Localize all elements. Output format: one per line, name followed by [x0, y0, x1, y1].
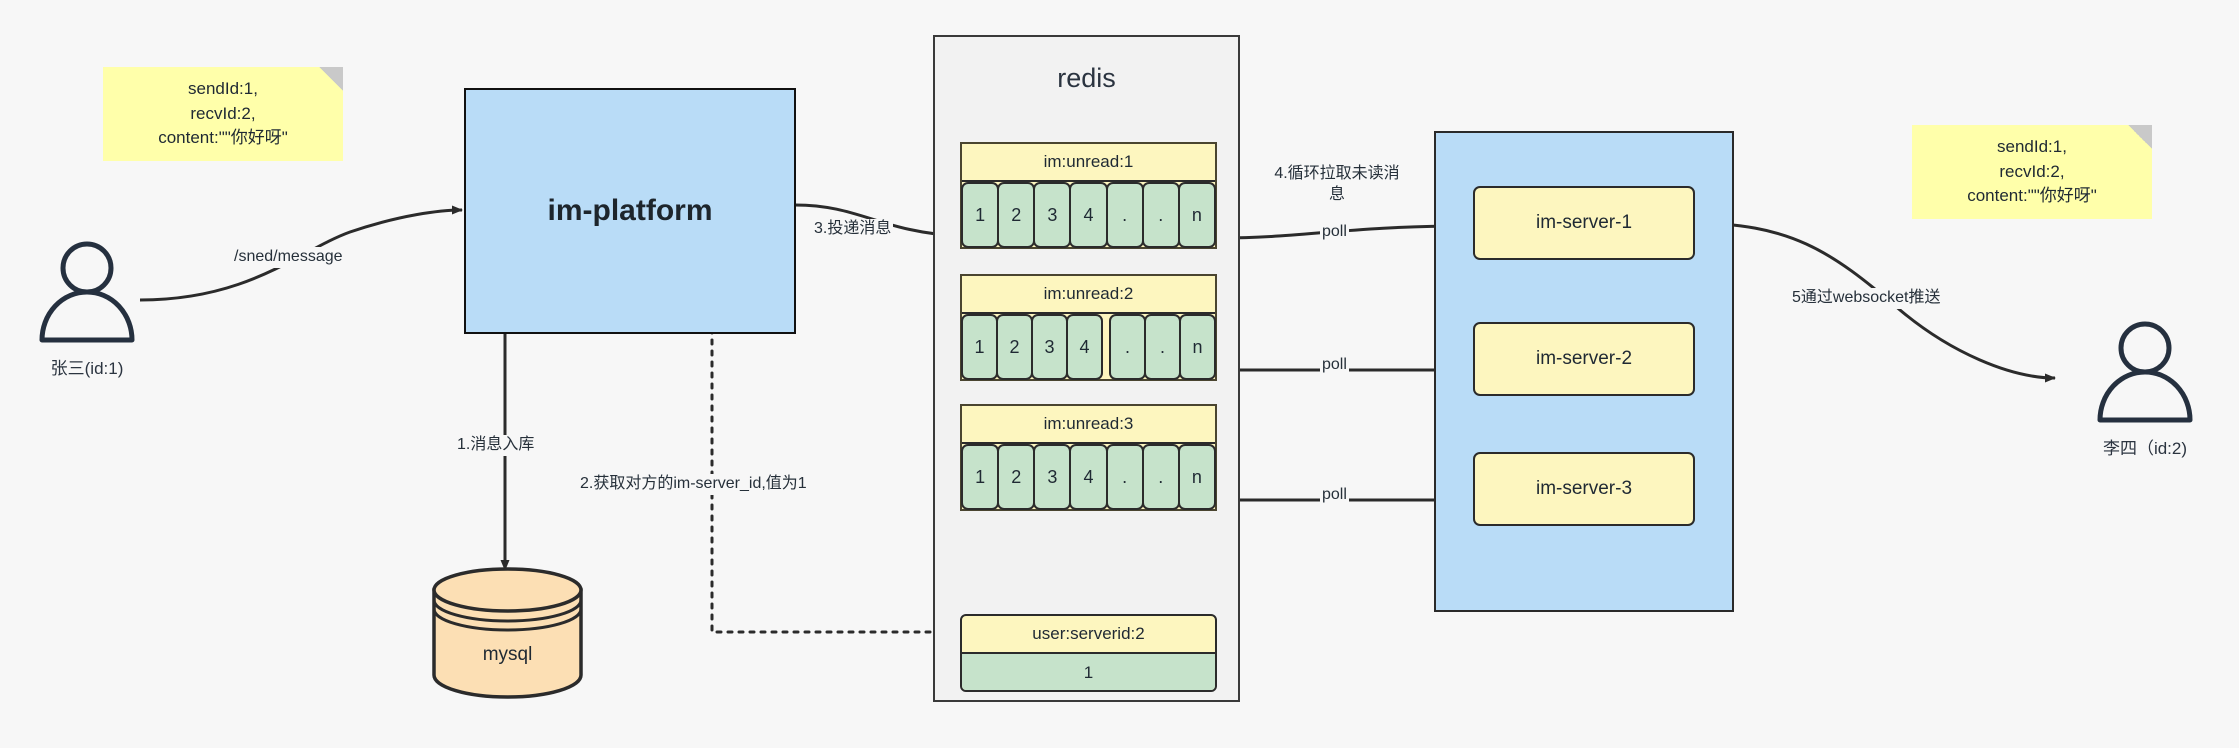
redis-list-cells: 1 2 3 4 . . n [961, 314, 1216, 380]
im-server-3-label: im-server-3 [1535, 478, 1633, 499]
actor-sender: 张三(id:1) [32, 240, 142, 379]
list-cell: 1 [961, 182, 1000, 248]
note-left-text: sendId:1, recvId:2, content:""你好呀" [158, 79, 288, 148]
edge-label-send-message: /sned/message [232, 247, 345, 268]
edge-label-step4: 4.循环拉取未读消 息 [1252, 164, 1422, 206]
list-cell: . [1105, 182, 1144, 248]
redis-list-cells: 1 2 3 4 . . n [961, 444, 1216, 510]
database-cylinder-icon [432, 567, 583, 699]
list-cell: 1 [961, 444, 1000, 510]
edge-label-step1: 1.消息入库 [455, 435, 537, 456]
node-im-server-2[interactable]: im-server-2 [1473, 322, 1695, 396]
list-cell: n [1179, 314, 1216, 380]
user-icon [39, 241, 135, 343]
node-mysql[interactable]: mysql [430, 566, 585, 699]
actor-sender-label: 张三(id:1) [50, 359, 124, 378]
redis-list-cells: 1 2 3 4 . . n [961, 182, 1216, 248]
im-server-2-label: im-server-2 [1535, 348, 1633, 369]
edge-server1-to-receiver [1689, 221, 2056, 383]
redis-key-name: im:unread:1 [962, 144, 1215, 182]
list-cell: 3 [1033, 444, 1072, 510]
list-cell: 2 [997, 182, 1036, 248]
list-cell: 2 [997, 444, 1036, 510]
list-cell: n [1177, 182, 1216, 248]
edge-label-step5: 5通过websocket推送 [1790, 288, 1943, 309]
list-cell: . [1109, 314, 1146, 380]
list-cell: . [1141, 182, 1180, 248]
redis-title: redis [1057, 63, 1116, 93]
note-message-left: sendId:1, recvId:2, content:""你好呀" [103, 67, 343, 161]
list-cell: 3 [1033, 182, 1072, 248]
edge-label-poll-3: poll [1320, 485, 1349, 506]
redis-kv-key: user:serverid:2 [962, 616, 1215, 654]
note-fold-icon [2128, 125, 2152, 149]
node-redis: redis im:unread:1 1 2 3 4 . . n im:unrea… [933, 35, 1240, 702]
list-cell: 4 [1069, 182, 1108, 248]
list-cell: . [1144, 314, 1181, 380]
node-im-server-3[interactable]: im-server-3 [1473, 452, 1695, 526]
note-fold-icon [319, 67, 343, 91]
node-im-platform[interactable]: im-platform [464, 88, 796, 334]
actor-receiver: 李四（id:2) [2090, 320, 2200, 459]
im-server-1-label: im-server-1 [1535, 212, 1633, 233]
edge-label-step2: 2.获取对方的im-server_id,值为1 [578, 474, 809, 495]
redis-key-group-2[interactable]: im:unread:2 1 2 3 4 . . n [960, 274, 1217, 381]
redis-key-group-3[interactable]: im:unread:3 1 2 3 4 . . n [960, 404, 1217, 511]
list-cell: n [1177, 444, 1216, 510]
im-platform-label: im-platform [547, 194, 713, 227]
list-cell: 2 [996, 314, 1033, 380]
list-cell: 1 [961, 314, 998, 380]
actor-receiver-label: 李四（id:2) [2102, 439, 2188, 458]
redis-key-name: im:unread:3 [962, 406, 1215, 444]
redis-kv-value: 1 [962, 654, 1215, 690]
list-cell: . [1141, 444, 1180, 510]
list-cell: 4 [1069, 444, 1108, 510]
list-cell: 4 [1066, 314, 1103, 380]
edge-sender-to-platform [139, 205, 463, 302]
edge-label-poll-1: poll [1320, 222, 1349, 243]
mysql-label: mysql [482, 644, 533, 665]
redis-kv-user-serverid[interactable]: user:serverid:2 1 [960, 614, 1217, 692]
list-cell: . [1105, 444, 1144, 510]
edge-label-poll-2: poll [1320, 355, 1349, 376]
user-icon [2097, 321, 2193, 423]
note-right-text: sendId:1, recvId:2, content:""你好呀" [1967, 137, 2097, 206]
list-cell: 3 [1031, 314, 1068, 380]
redis-key-name: im:unread:2 [962, 276, 1215, 314]
note-message-right: sendId:1, recvId:2, content:""你好呀" [1912, 125, 2152, 219]
node-im-server-1[interactable]: im-server-1 [1473, 186, 1695, 260]
edge-label-step3: 3.投递消息 [812, 219, 894, 240]
redis-key-group-1[interactable]: im:unread:1 1 2 3 4 . . n [960, 142, 1217, 249]
edge-redis-to-platform-serverid [707, 318, 954, 634]
